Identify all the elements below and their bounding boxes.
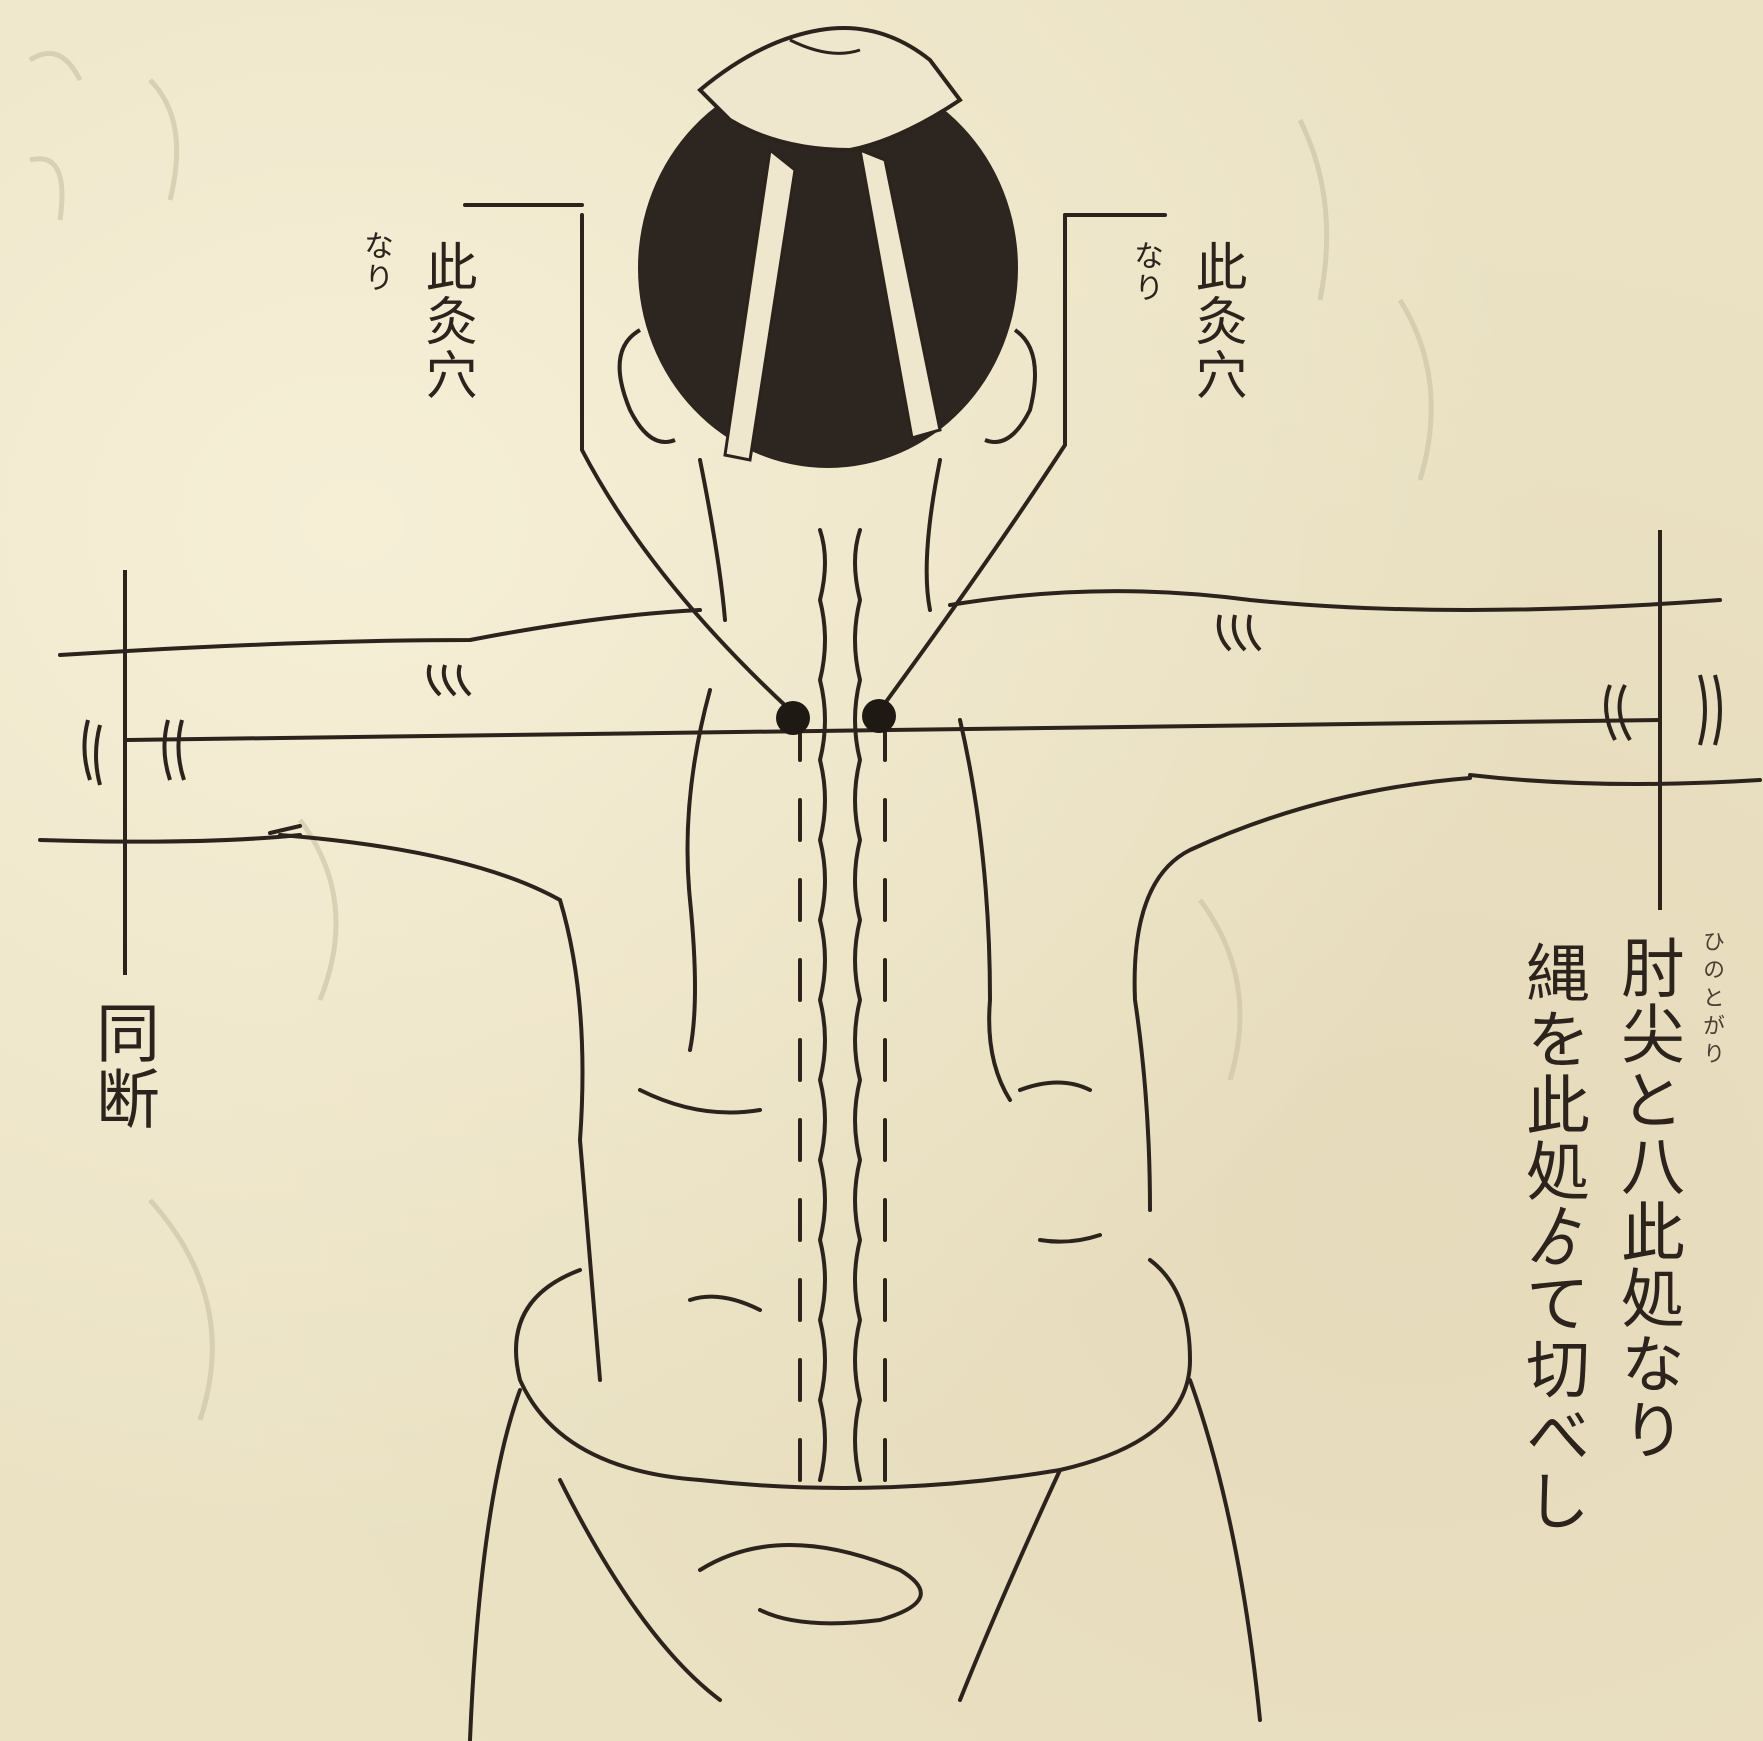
right-caption-ruby: ひのとがり [1700,930,1722,1070]
right-caption-col1: 肘尖と八此処なり [1615,935,1679,1463]
acupoint-left [776,701,810,735]
left-point-note: なり [360,230,390,294]
right-point-note: なり [1130,240,1160,304]
right-point-label: 此灸穴 [1190,240,1242,402]
head [620,28,1035,468]
left-side-caption: 同断 [90,1000,154,1132]
measuring-cord [84,530,1720,975]
bleed-through-text [40,30,84,76]
right-caption-col2: 縄を此処ゟて切べし [1520,940,1584,1534]
left-point-label: 此灸穴 [420,240,472,402]
acupoint-right [862,699,896,733]
